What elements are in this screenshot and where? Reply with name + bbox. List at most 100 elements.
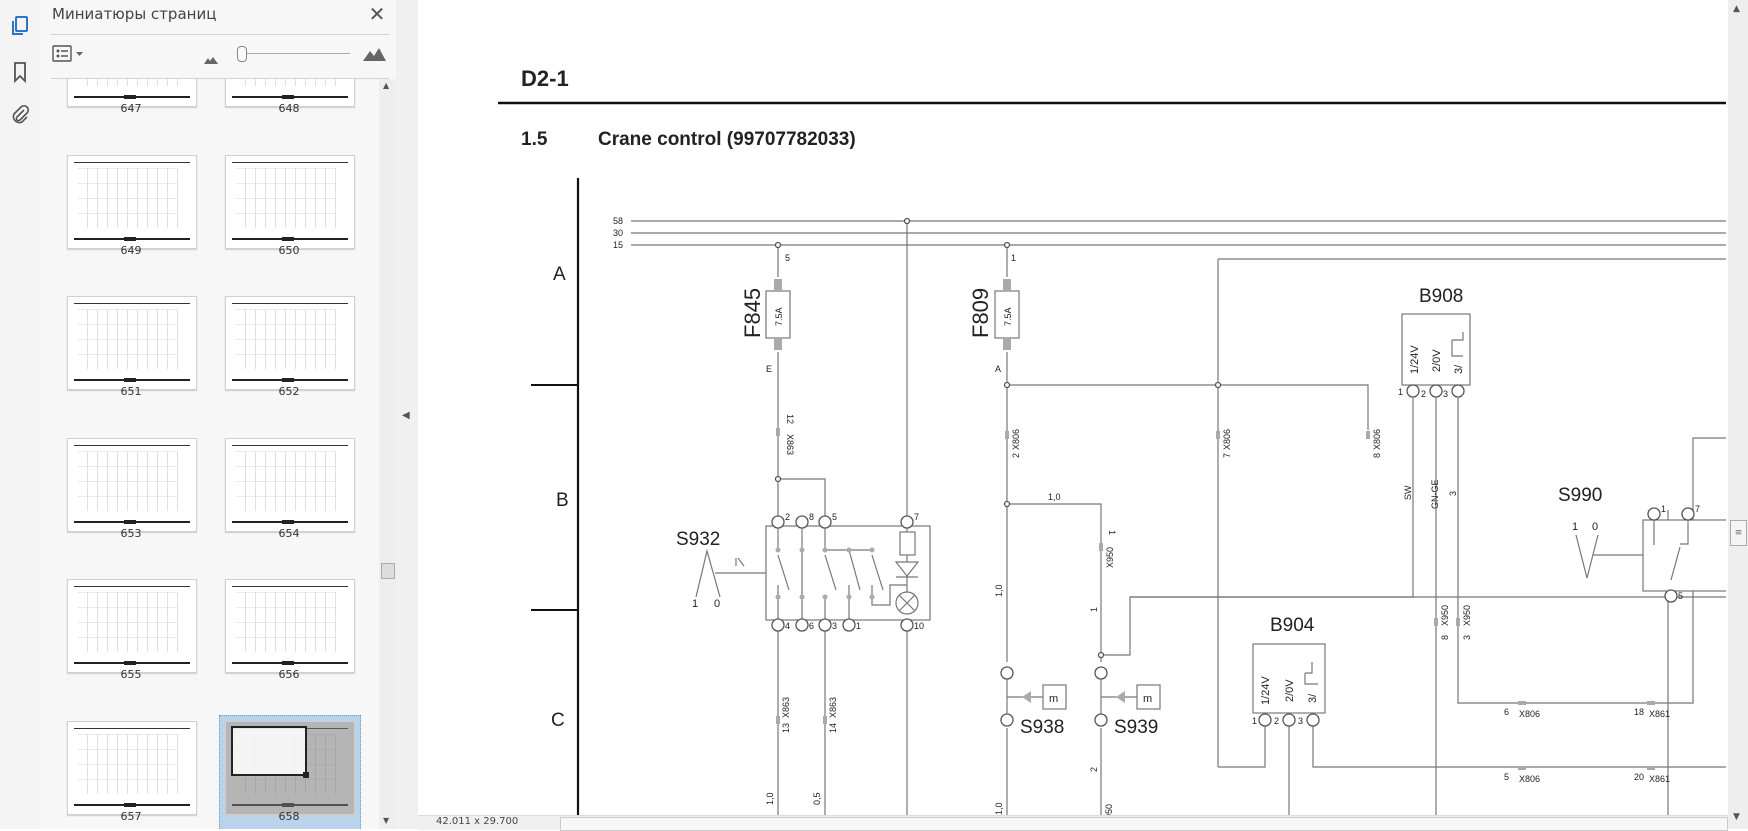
f809-label: F809 <box>968 288 993 338</box>
x861-label: X861 <box>1649 709 1670 719</box>
s990-pin: 5 <box>1678 591 1683 601</box>
bus-30: 30 <box>613 228 623 238</box>
x806-pin-8: 8 <box>1372 453 1382 458</box>
thumbnail-size-slider-track[interactable] <box>242 53 350 54</box>
x806-label: X806 <box>1519 774 1540 784</box>
wire-gauge: 1,0 <box>1048 492 1061 502</box>
panel-scrollbar-thumb[interactable] <box>381 563 395 579</box>
document-view: D2-1 1.5 Crane control (99707782033) A B… <box>418 0 1726 815</box>
scroll-up-icon[interactable]: ▲ <box>1733 4 1740 14</box>
s932-pin: 3 <box>832 621 837 631</box>
small-mountain-icon[interactable] <box>204 49 218 68</box>
attachment-icon[interactable] <box>8 102 32 126</box>
document-vertical-scrollbar[interactable]: ▲ ≡ ▼ <box>1728 0 1748 829</box>
thumbnail-options-button[interactable] <box>52 45 86 63</box>
x861-pin-18: 18 <box>1634 707 1644 717</box>
s932-pin: 5 <box>832 512 837 522</box>
s990-pin: 1 <box>1661 504 1666 514</box>
s990-pin: 7 <box>1695 504 1700 514</box>
f809-pin-in: 1 <box>1011 253 1016 263</box>
page-thumbnail[interactable] <box>67 154 197 249</box>
page-thumbnail[interactable] <box>225 296 355 391</box>
page-number-label: 655 <box>120 668 142 682</box>
bus-58: 58 <box>613 216 623 226</box>
panel-title: Миниатюры страниц <box>52 5 217 23</box>
b908-pin-label: 3/ <box>1453 364 1465 374</box>
panel-scrollbar[interactable]: ▲ ▼ <box>379 79 396 829</box>
power-buses: 58 30 15 <box>613 216 1726 250</box>
switch-s939: m S939 <box>1094 666 1161 738</box>
wire-gauge: 0,5 <box>812 792 822 805</box>
wire-gauge: 1,0 <box>994 802 1004 815</box>
page-size-readout: 42.011 x 29.700 <box>436 816 519 827</box>
s990-position-1: 1 <box>1572 521 1578 533</box>
page-number-label: 649 <box>120 243 142 257</box>
switch-s990: S990 1 0 1 7 5 <box>1558 485 1726 603</box>
bookmark-icon[interactable] <box>8 60 32 84</box>
thumbnail-size-slider-thumb[interactable] <box>237 46 247 62</box>
row-label-c: C <box>551 710 565 731</box>
pages-icon[interactable] <box>8 14 32 38</box>
visible-area-rectangle[interactable] <box>231 726 309 778</box>
section-title: Crane control (99707782033) <box>598 129 856 150</box>
close-icon[interactable]: ✕ <box>368 2 386 26</box>
page-thumbnail[interactable] <box>67 579 197 674</box>
s932-pin: 7 <box>914 512 919 522</box>
row-label-b: B <box>556 490 569 511</box>
scroll-up-icon[interactable]: ▲ <box>383 81 390 90</box>
x950-pin-8: 8 <box>1440 635 1450 640</box>
page-number-label: 650 <box>278 243 300 257</box>
wire-gauge: 2 <box>1089 767 1099 772</box>
s932-pin: 4 <box>785 621 790 631</box>
x863-label: X863 <box>828 697 838 718</box>
s932-pin: 8 <box>809 512 814 522</box>
page-thumbnail[interactable] <box>67 296 197 391</box>
panel-splitter[interactable]: ◀ <box>396 0 418 829</box>
s932-pin: 6 <box>809 621 814 631</box>
page-number-label: 647 <box>120 102 142 115</box>
x950-label: X950 <box>1104 804 1114 815</box>
wire-gauge: 1 <box>1089 607 1099 612</box>
large-mountain-icon[interactable] <box>363 46 386 65</box>
left-tool-rail <box>0 0 41 829</box>
motor-symbol: m <box>1143 693 1152 705</box>
collapse-panel-icon[interactable]: ◀ <box>402 410 410 421</box>
b908-pin: 2 <box>1421 389 1426 399</box>
x806-pin-6: 6 <box>1504 707 1509 717</box>
b908-label: B908 <box>1419 286 1463 307</box>
page-number-label: 652 <box>278 385 300 399</box>
page-thumbnail[interactable] <box>225 154 355 249</box>
page-number-label: 656 <box>278 668 300 682</box>
f845-label: F845 <box>740 288 765 338</box>
s990-label: S990 <box>1558 485 1602 506</box>
b908-pin: 3 <box>1443 389 1448 399</box>
fuse-f845: 5 E F845 7.5A <box>740 253 791 374</box>
x863-label: X863 <box>785 434 795 455</box>
resize-handle[interactable] <box>303 772 309 778</box>
page-thumbnail[interactable] <box>67 79 197 107</box>
sensor-b904: B904 1/24V 2/0V 3/ 1 2 3 <box>1252 615 1326 727</box>
s932-pin: 2 <box>785 512 790 522</box>
f845-rating: 7.5A <box>774 307 784 326</box>
b904-label: B904 <box>1270 615 1315 636</box>
b904-pin: 2 <box>1274 716 1279 726</box>
s938-label: S938 <box>1020 717 1064 738</box>
page-thumbnail[interactable] <box>225 579 355 674</box>
scroll-down-icon[interactable]: ▼ <box>1733 812 1740 822</box>
page-thumbnail[interactable] <box>225 437 355 532</box>
fuse-f809: 1 A F809 7.5A <box>968 253 1020 374</box>
f845-pin-out: E <box>766 364 772 374</box>
b904-pin-label: 1/24V <box>1260 676 1272 705</box>
x863-label: X863 <box>781 697 791 718</box>
x806-label: X806 <box>1519 709 1540 719</box>
page-thumbnail[interactable] <box>225 721 355 815</box>
wire-color: 3 <box>1448 491 1458 496</box>
scroll-down-icon[interactable]: ▼ <box>383 816 390 825</box>
page-thumbnail[interactable] <box>225 79 355 107</box>
wire-color: GN-GE <box>1430 479 1440 509</box>
page-thumbnail[interactable] <box>67 721 197 815</box>
vertical-scrollbar-thumb[interactable]: ≡ <box>1730 520 1747 546</box>
page-thumbnail[interactable] <box>67 437 197 532</box>
wire-color: SW <box>1403 485 1413 500</box>
